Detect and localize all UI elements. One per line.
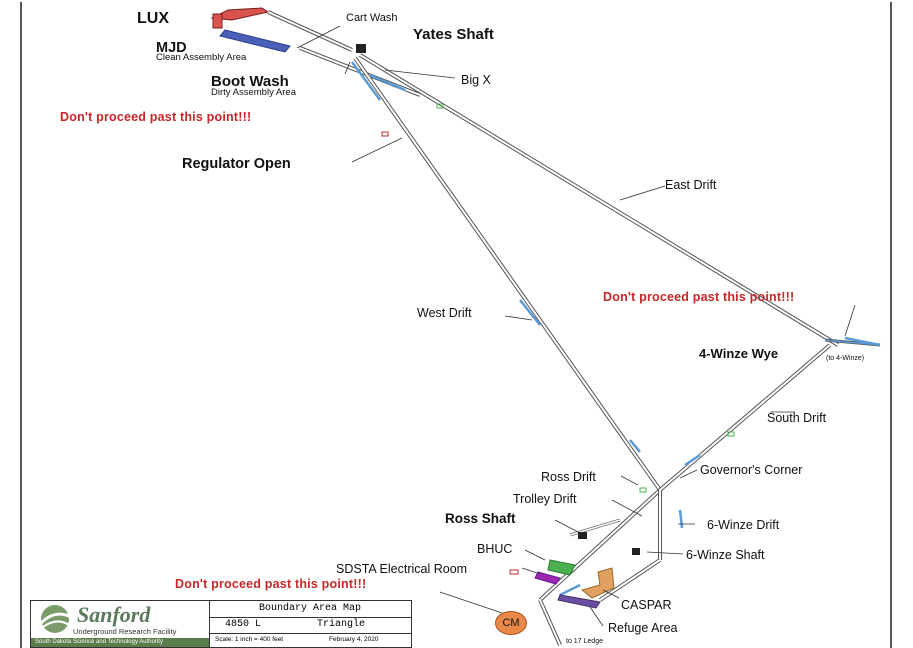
label-to-four-winze: (to 4-Winze) [826,355,865,362]
label-to-17-ledge: to 17 Ledge [566,638,603,645]
label-west-drift: West Drift [417,306,472,320]
label-yates-shaft: Yates Shaft [413,26,494,43]
leader-lines [296,25,856,627]
label-trolley-drift: Trolley Drift [513,492,577,506]
map-scale-row: Scale: 1 inch = 400 feet February 4, 202… [209,633,411,647]
label-mjd: MJD [156,40,187,56]
label-bhuc: BHUC [477,542,513,556]
warning-top-left: Don't proceed past this point!!! [60,110,252,124]
bhuc-area [547,559,576,576]
map-date: February 4, 2020 [329,636,379,643]
mjd-area [219,29,291,53]
label-clean-assembly: Clean Assembly Area [156,52,247,63]
cm-marker: CM [495,611,527,635]
map-level-row: 4850 L Triangle [209,617,411,634]
label-lux: LUX [137,10,169,27]
yates-shaft-marker [356,44,366,53]
label-four-winze-wye: 4-Winze Wye [699,346,779,361]
water-segments [350,61,881,597]
label-governors-corner: Governor's Corner [700,463,803,477]
lux-structure [210,7,270,29]
label-dirty-assembly: Dirty Assembly Area [211,87,296,98]
label-ross-shaft: Ross Shaft [445,511,516,526]
warning-right: Don't proceed past this point!!! [603,290,795,304]
logo-subtitle: Underground Research Facility [73,627,177,636]
logo-bar: South Dakota Science and Technology Auth… [31,638,209,647]
warning-bottom: Don't proceed past this point!!! [175,577,367,591]
map-level: 4850 L [225,619,262,630]
ross-shaft-marker [578,532,587,539]
label-east-drift: East Drift [665,178,717,192]
label-regulator-open: Regulator Open [182,156,291,172]
label-boot-wash: Boot Wash [211,73,289,90]
refuge-area-shape [557,594,601,609]
sanford-logo: Sanford Underground Research Facility So… [31,601,210,647]
label-caspar: CASPAR [621,598,672,612]
station-markers [381,103,735,575]
label-big-x: Big X [461,73,491,87]
map-frame [20,2,892,648]
sanford-logo-icon [39,605,72,633]
map-area: Triangle [317,619,366,630]
label-cart-wash: Cart Wash [346,12,398,24]
logo-word: Sanford [77,602,151,627]
caspar-area [580,567,615,599]
sdsta-room [534,571,561,585]
map-title: Boundary Area Map [209,601,411,618]
label-south-drift: South Drift [767,411,827,425]
label-six-winze-shaft: 6-Winze Shaft [686,548,765,562]
six-winze-shaft-marker [632,548,640,555]
label-refuge-area: Refuge Area [608,621,678,635]
label-six-winze-drift: 6-Winze Drift [707,518,780,532]
title-block-details: Boundary Area Map 4850 L Triangle Scale:… [209,601,411,647]
map-scale: Scale: 1 inch = 400 feet [215,636,284,643]
title-block: Sanford Underground Research Facility So… [30,600,412,648]
label-ross-drift: Ross Drift [541,470,596,484]
label-sdsta-electrical-room: SDSTA Electrical Room [336,562,468,576]
